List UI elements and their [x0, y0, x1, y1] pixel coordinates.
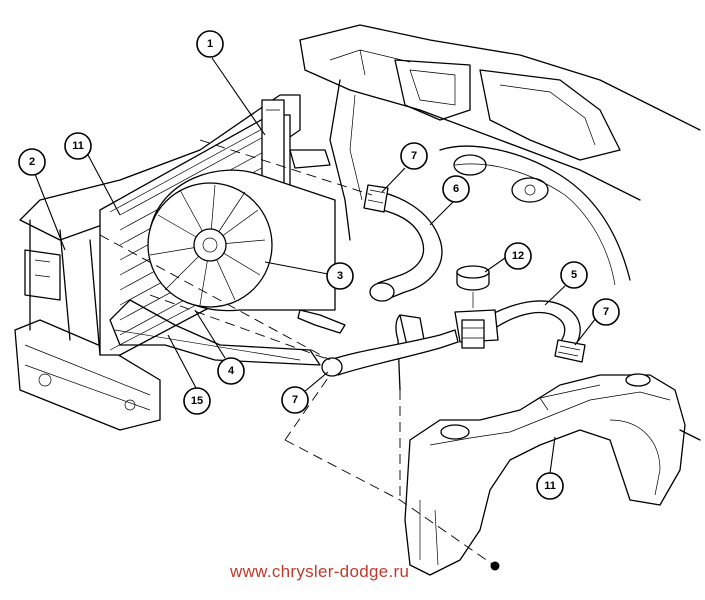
callout-4-seal: 4: [217, 357, 245, 385]
lower-radiator-hose: [321, 329, 459, 377]
callout-1-radiator: 1: [196, 30, 224, 58]
fan-blades: [149, 184, 266, 306]
callout-label: 2: [29, 156, 35, 168]
callout-label: 11: [72, 140, 84, 152]
callout-label: 7: [603, 306, 609, 318]
callout-11-reservoir: 11: [536, 472, 564, 500]
callout-label: 1: [207, 38, 213, 50]
routing-lines: [99, 139, 496, 567]
callout-label: 11: [544, 480, 556, 492]
callout-label: 3: [337, 270, 343, 282]
callout-12-pressure-cap: 12: [504, 242, 532, 270]
callout-label: 4: [228, 365, 235, 377]
callout-label: 6: [453, 183, 459, 195]
callouts: 1 11 2 7 6 12 3 5 7: [18, 30, 620, 500]
reservoir-hose: [395, 300, 586, 391]
vehicle-body-outline: [299, 24, 701, 286]
callout-2-bracket: 2: [18, 148, 46, 176]
callout-6-upper-hose: 6: [442, 175, 470, 203]
callout-15-support: 15: [183, 387, 211, 415]
callout-label: 5: [571, 269, 577, 281]
callout-5-hose: 5: [560, 261, 588, 289]
callout-11-shroud-top: 11: [64, 132, 92, 160]
callout-7-upper-clamp: 7: [400, 142, 428, 170]
pressure-cap: [456, 265, 490, 308]
fan-shroud: [147, 169, 336, 312]
callout-label: 12: [512, 250, 524, 262]
site-watermark: www.chrysler-dodge.ru: [230, 562, 410, 581]
callout-3-fan: 3: [326, 262, 354, 290]
callout-label: 7: [292, 394, 298, 406]
upper-radiator-hose: [289, 149, 443, 302]
callout-7-right-clamp: 7: [592, 298, 620, 326]
callout-label: 7: [411, 150, 417, 162]
air-seal: [109, 299, 346, 366]
callout-7-lower-clamp: 7: [281, 386, 309, 414]
callout-label: 15: [191, 395, 203, 407]
